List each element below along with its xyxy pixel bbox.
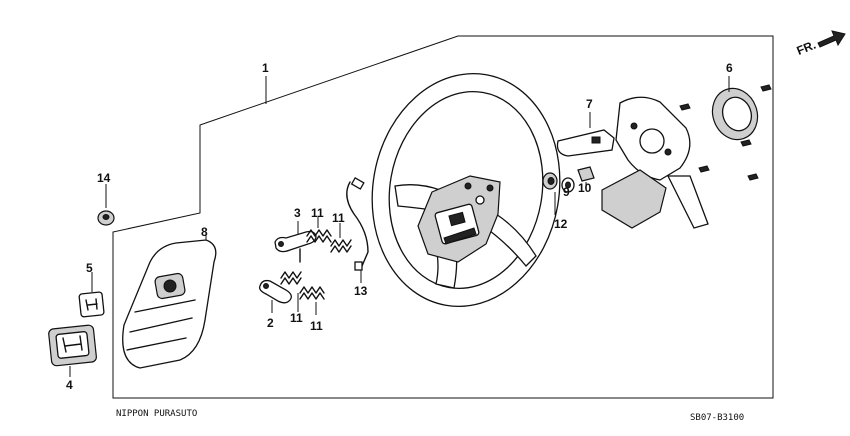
spring-a bbox=[306, 217, 332, 243]
callout-10: 10 bbox=[578, 181, 592, 195]
callout-1: 1 bbox=[262, 61, 269, 75]
callout-14: 14 bbox=[97, 171, 111, 185]
spring-c bbox=[280, 271, 302, 312]
callout-11-a: 11 bbox=[311, 206, 324, 220]
part-8-horn-pad bbox=[122, 232, 217, 369]
screws bbox=[679, 84, 772, 181]
steering-wheel bbox=[265, 73, 561, 307]
part-13-wire-harness bbox=[346, 177, 369, 283]
callout-11-d: 11 bbox=[310, 319, 323, 333]
callout-4: 4 bbox=[66, 378, 73, 392]
callout-11-c: 11 bbox=[290, 311, 303, 325]
callout-12: 12 bbox=[554, 217, 568, 231]
part-10-nut bbox=[577, 166, 595, 186]
part-9-washer bbox=[561, 177, 575, 193]
part-6-horn-ring bbox=[711, 76, 759, 141]
part-14-nut bbox=[97, 184, 115, 226]
assembly-boundary bbox=[112, 35, 774, 399]
spring-b bbox=[330, 223, 352, 253]
callout-11-b: 11 bbox=[332, 211, 345, 225]
callout-8: 8 bbox=[201, 225, 208, 239]
callout-2: 2 bbox=[267, 316, 274, 330]
part-12-collar bbox=[542, 172, 558, 215]
part-2-horn-contact bbox=[258, 279, 292, 313]
callout-5: 5 bbox=[86, 261, 93, 275]
spring-d bbox=[299, 286, 325, 315]
callout-9: 9 bbox=[563, 185, 570, 199]
front-direction-arrow: FR. bbox=[795, 30, 846, 58]
direction-label: FR. bbox=[795, 38, 818, 58]
part-7-spoke-cover bbox=[556, 96, 709, 229]
callout-13: 13 bbox=[354, 284, 368, 298]
footer-left-label: NIPPON PURASUTO bbox=[116, 409, 197, 419]
callout-3: 3 bbox=[294, 206, 301, 220]
part-5-emblem-small bbox=[78, 272, 105, 318]
callout-7: 7 bbox=[586, 97, 593, 111]
callout-6: 6 bbox=[726, 61, 733, 75]
part-4-emblem-large bbox=[48, 324, 97, 377]
arrow-icon bbox=[817, 30, 846, 48]
part-3-horn-contact bbox=[274, 221, 317, 263]
part-11-springs bbox=[280, 217, 352, 315]
footer-diagram-code: SB07-B3100 bbox=[690, 413, 744, 423]
